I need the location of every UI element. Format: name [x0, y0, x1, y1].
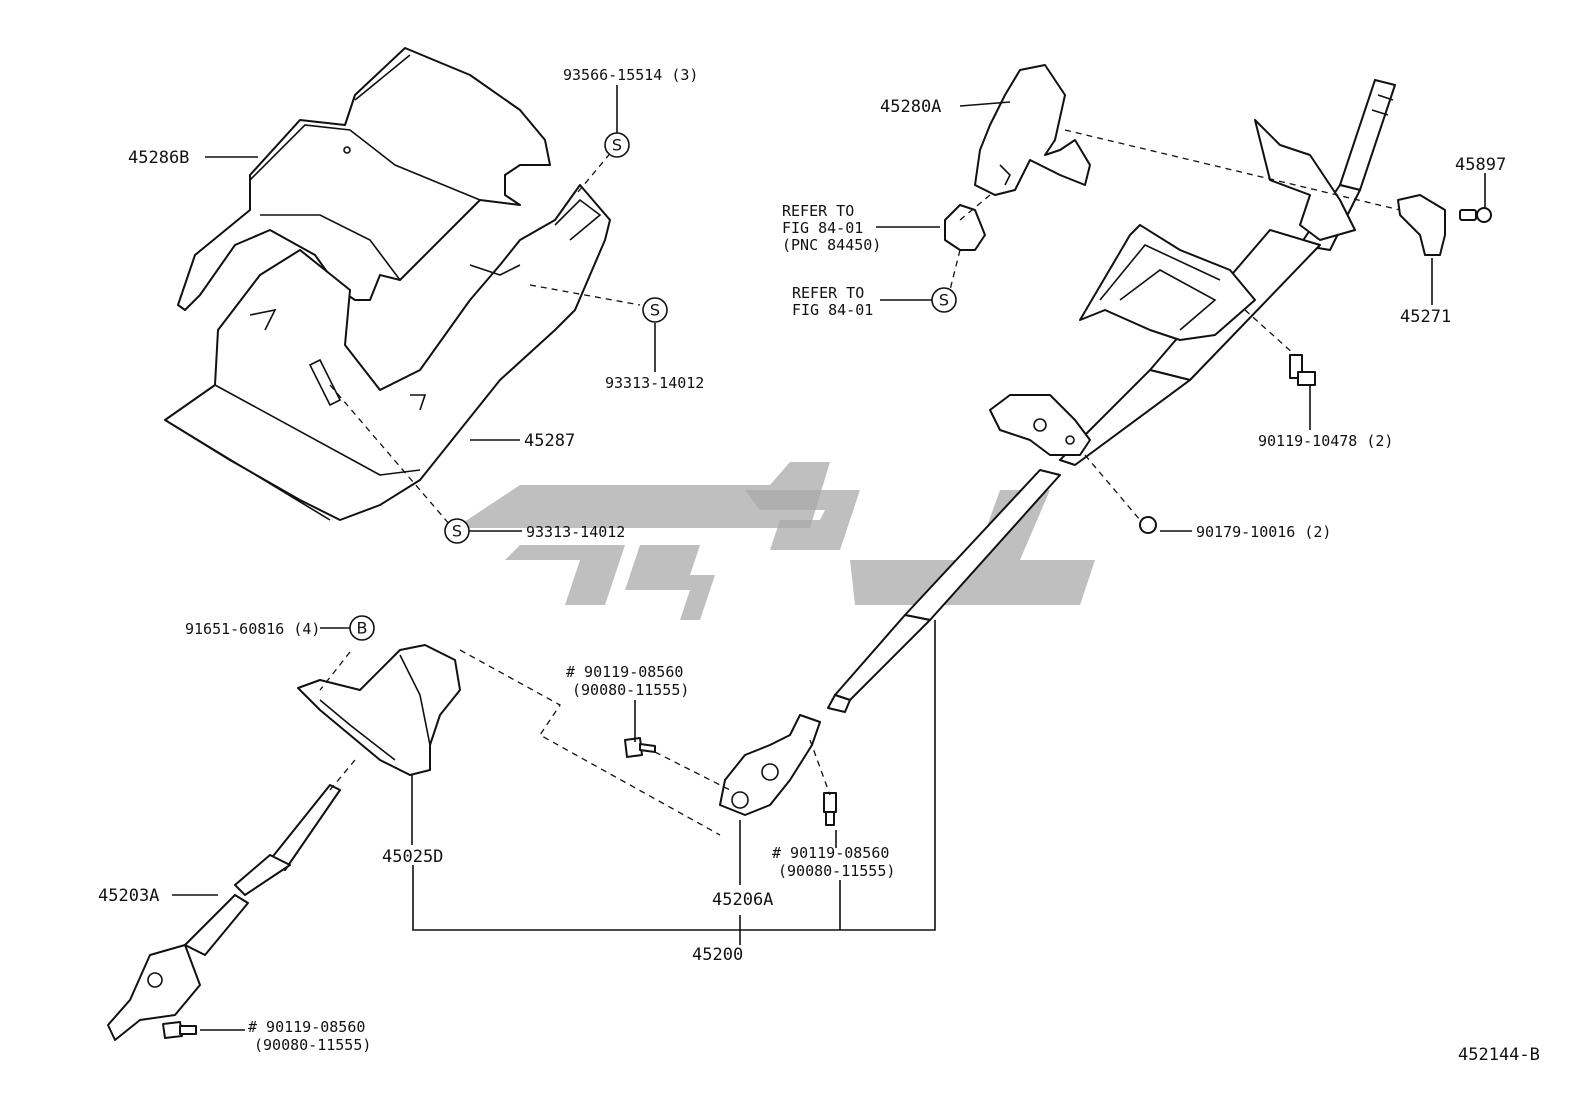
label-45280a: 45280A	[880, 97, 941, 117]
label-90119-c-l2: (90080-11555)	[254, 1036, 371, 1054]
label-90119-b-l1: # 90119-08560	[772, 844, 889, 862]
label-45200: 45200	[692, 945, 743, 965]
column-bracket	[1079, 224, 1256, 341]
symbol-s-2: S	[642, 297, 668, 323]
symbol-s-4: S	[931, 287, 957, 313]
label-90119-10478: 90119-10478 (2)	[1258, 432, 1393, 450]
svg-text:B: B	[357, 619, 368, 638]
label-90119-b-l2: (90080-11555)	[778, 862, 895, 880]
label-45203a: 45203A	[98, 886, 159, 906]
label-93566: 93566-15514 (3)	[563, 66, 698, 84]
label-45206a: 45206A	[712, 890, 773, 910]
universal-joint	[719, 714, 821, 816]
symbol-b: B	[349, 615, 375, 641]
lower-bracket-plate	[989, 394, 1091, 456]
bolt-45897	[1459, 207, 1492, 223]
nut-90179	[1139, 516, 1157, 534]
label-45897: 45897	[1455, 155, 1506, 175]
symbol-s-1: S	[604, 132, 630, 158]
label-93313-b: 93313-14012	[526, 523, 625, 541]
bolt-90119-10478	[1289, 354, 1316, 386]
label-45286b: 45286B	[128, 148, 189, 168]
bolt-b	[823, 792, 837, 826]
label-91651: 91651-60816 (4)	[185, 620, 320, 638]
bolt-c	[162, 1021, 197, 1039]
leader-lines	[172, 85, 1486, 1031]
column-hole-cover	[297, 644, 461, 776]
label-90119-a-l1: # 90119-08560	[566, 663, 683, 681]
label-ref1-l3: (PNC 84450)	[782, 236, 881, 254]
switch-bracket	[974, 64, 1091, 196]
label-90119-a-l2: (90080-11555)	[572, 681, 689, 699]
svg-text:S: S	[650, 301, 660, 320]
label-ref2-l2: FIG 84-01	[792, 301, 873, 319]
label-45287: 45287	[524, 431, 575, 451]
upper-column-cover	[177, 47, 551, 311]
svg-text:S: S	[939, 291, 949, 310]
label-90119-c-l1: # 90119-08560	[248, 1018, 365, 1036]
svg-text:S: S	[452, 522, 462, 541]
clamp-part	[1397, 194, 1446, 256]
watermark-logo	[455, 462, 1095, 620]
svg-text:S: S	[612, 136, 622, 155]
label-ref1-l1: REFER TO	[782, 202, 854, 220]
figure-code: 452144-B	[1458, 1045, 1540, 1065]
lower-column-cover	[164, 184, 611, 521]
label-ref2-l1: REFER TO	[792, 284, 864, 302]
tilt-bracket	[1254, 119, 1356, 241]
dashed-guides	[319, 129, 1401, 836]
symbol-s-3: S	[444, 518, 470, 544]
label-45025d: 45025D	[382, 847, 443, 867]
bolt-a	[624, 737, 656, 758]
intermediate-shaft	[107, 784, 341, 1041]
label-ref1-l2: FIG 84-01	[782, 219, 863, 237]
label-45271: 45271	[1400, 307, 1451, 327]
label-90179: 90179-10016 (2)	[1196, 523, 1331, 541]
part-labels: 45286B 45287 93566-15514 (3) 93313-14012…	[98, 66, 1540, 1065]
key-cylinder-part	[944, 204, 986, 251]
label-93313-a: 93313-14012	[605, 374, 704, 392]
